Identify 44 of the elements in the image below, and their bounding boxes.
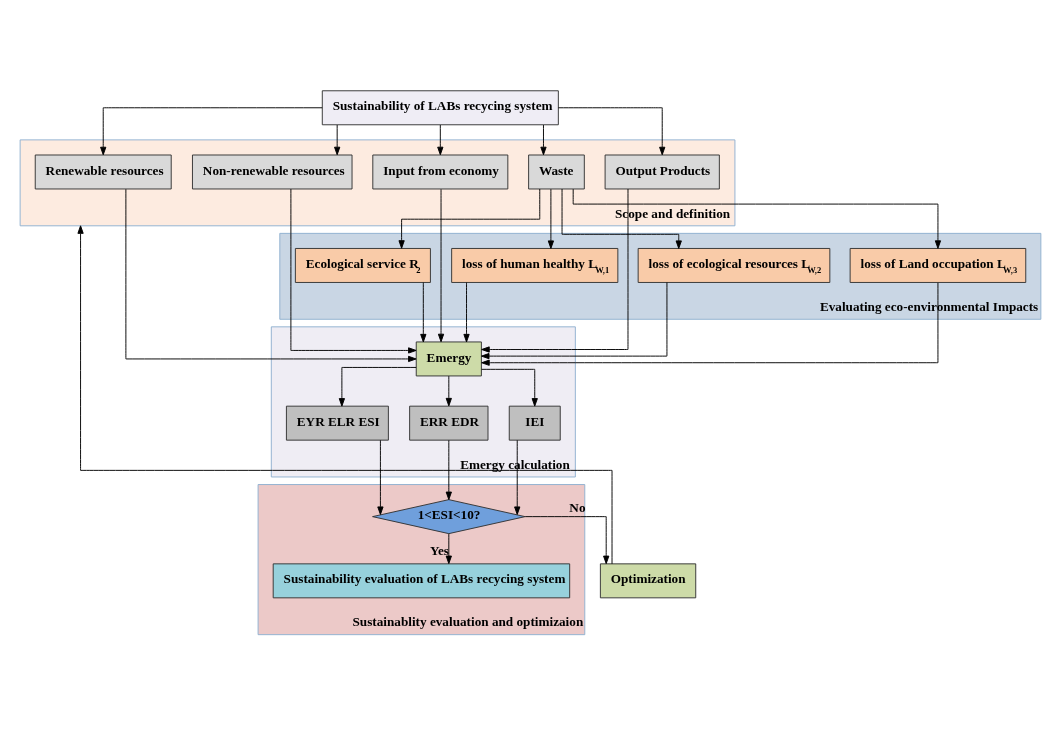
arrow: [420, 282, 427, 343]
arrow: [437, 124, 444, 156]
arrow: [561, 188, 682, 249]
arrow: [481, 188, 629, 353]
node-box: EYR ELR ESI: [285, 405, 389, 441]
arrow: [398, 188, 541, 249]
node-box: Non-renewable resources: [192, 154, 353, 190]
node-box: Sustainability of LABs recycing system: [321, 90, 559, 126]
node-box: Emergy: [415, 341, 482, 377]
node-box: loss of human healthy L$_{W,1}$: [451, 248, 619, 283]
node-box: Input from economy: [372, 154, 509, 190]
node-box: Sustainability evaluation of LABs recycing system: [272, 563, 571, 599]
arrow: [377, 439, 384, 515]
arrow: [547, 188, 554, 249]
node-box: ERR EDR: [409, 405, 489, 441]
arrow: [445, 439, 452, 501]
edge-label: Yes: [429, 542, 450, 558]
arrow: [557, 107, 666, 156]
arrow: [540, 124, 547, 156]
arrow: [463, 282, 470, 343]
node-diamond: 1<ESI<10?: [372, 499, 526, 535]
node-box: IEI: [508, 405, 561, 441]
node-box: loss of Land occupation L$_{W,3}$: [849, 248, 1027, 283]
arrow: [338, 366, 417, 407]
arrow: [481, 282, 939, 366]
arrow: [445, 375, 452, 407]
arrow: [481, 282, 668, 360]
node-box: loss of ecological resources L$_{W,2}$: [637, 248, 831, 283]
node-box: Waste: [528, 154, 585, 190]
arrow: [100, 107, 323, 156]
arrow: [514, 439, 521, 515]
arrow: [290, 188, 417, 354]
arrow: [572, 188, 942, 249]
arrow: [437, 188, 445, 343]
node-box: Renewable resources: [34, 154, 172, 190]
node-box: Output Products: [604, 154, 720, 190]
node-box: Optimization: [599, 563, 697, 599]
arrow: [77, 225, 613, 565]
edge-label: No: [569, 500, 586, 516]
node-box: Ecological service R$_{2}$: [294, 248, 431, 283]
arrow: [125, 188, 417, 363]
arrow: [524, 516, 610, 565]
arrow: [481, 368, 538, 407]
arrow: [334, 124, 341, 156]
